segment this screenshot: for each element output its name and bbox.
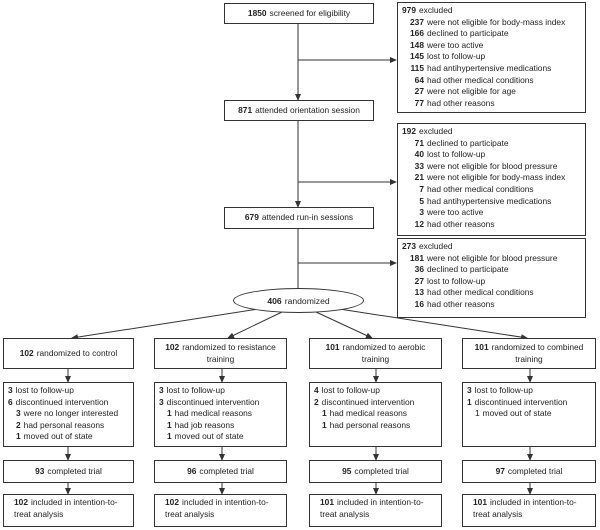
runin-label: attended run-in sessions xyxy=(261,212,354,223)
orientation-count: 871 xyxy=(238,104,253,115)
screened-label: screened for eligibility xyxy=(269,7,351,18)
arrow-to-arm-2 xyxy=(227,311,283,339)
orientation-box: 871 attended orientation session xyxy=(224,100,374,121)
randomized-ellipse: 406 randomized xyxy=(233,288,364,313)
arrow-to-arm-4 xyxy=(332,307,528,341)
screened-box: 1850 screened for eligibility xyxy=(224,3,374,24)
runin-box: 679 attended run-in sessions xyxy=(224,207,374,229)
randomized-count: 406 xyxy=(267,295,282,306)
arrow-to-arm-1 xyxy=(71,307,266,341)
randomized-label: randomized xyxy=(284,295,330,306)
runin-count: 679 xyxy=(244,212,259,223)
orientation-label: attended orientation session xyxy=(255,104,360,115)
screened-count: 1850 xyxy=(247,7,267,18)
arrow-to-arm-3 xyxy=(315,311,373,339)
